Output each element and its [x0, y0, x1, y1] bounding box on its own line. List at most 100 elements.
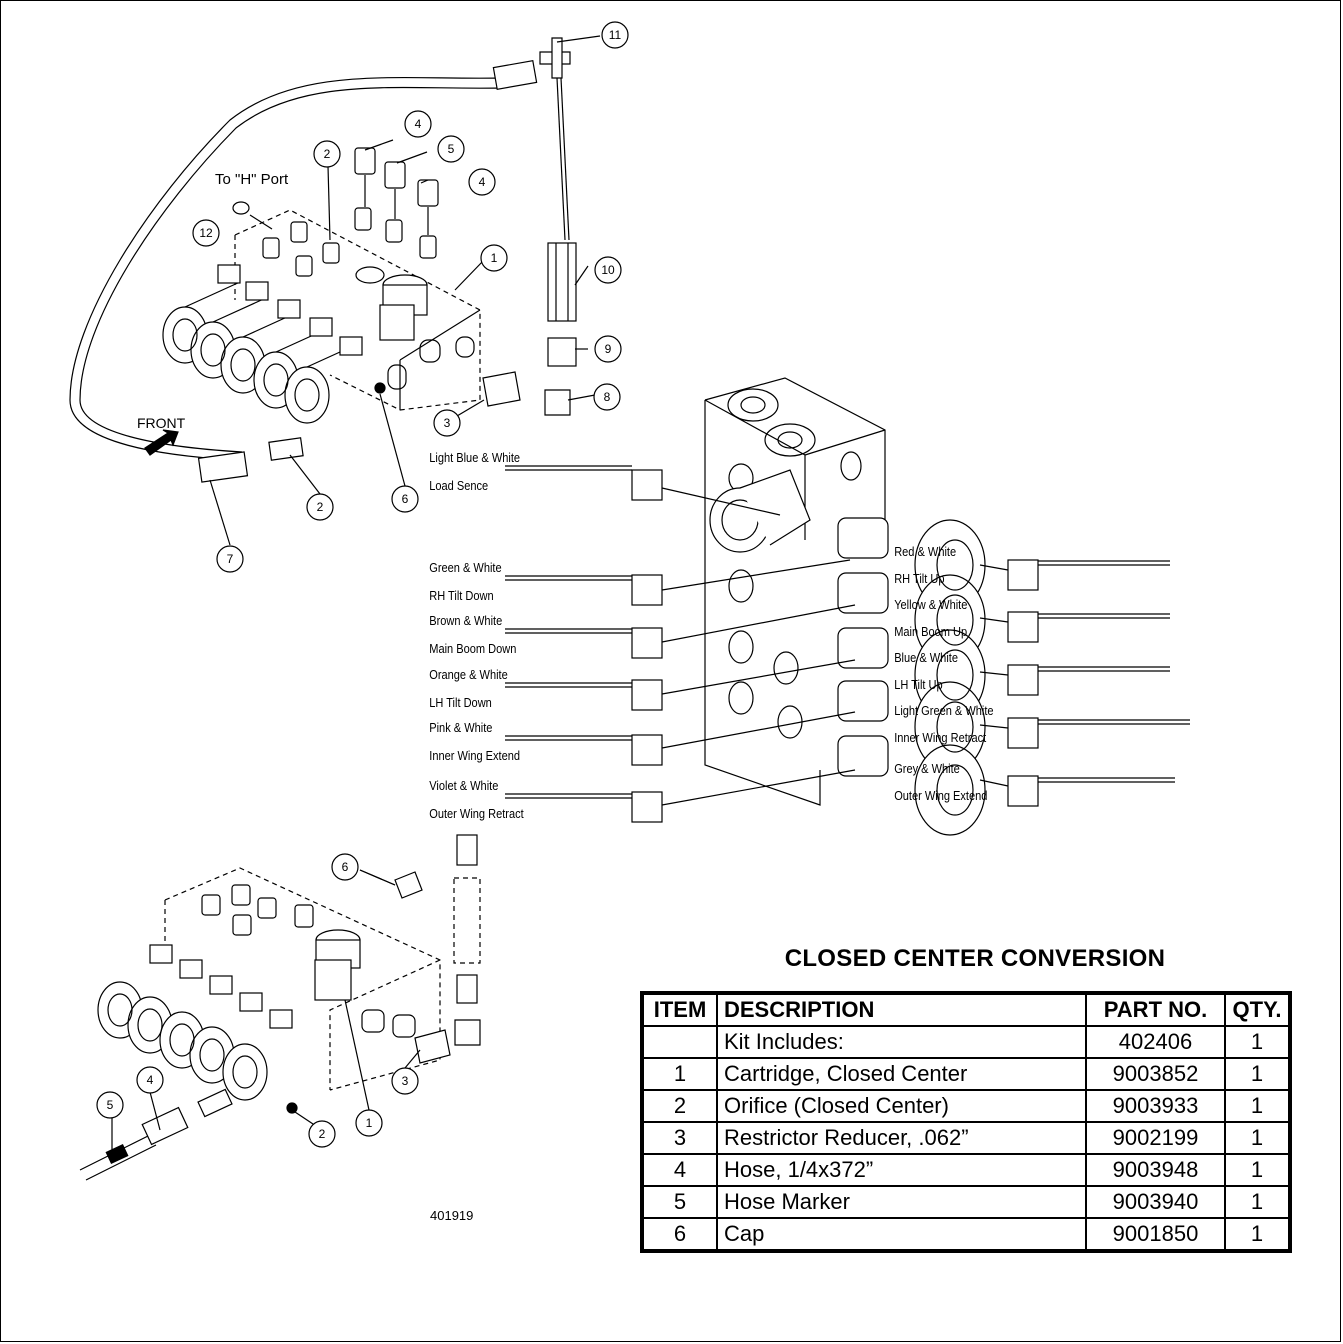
- svg-text:2: 2: [319, 1127, 326, 1141]
- cell-description: Restrictor Reducer, .062”: [716, 1121, 1087, 1155]
- cell-qty: 1: [1224, 1153, 1291, 1187]
- svg-text:Inner Wing Retract: Inner Wing Retract: [894, 730, 987, 745]
- svg-text:LH Tilt Up: LH Tilt Up: [894, 677, 943, 692]
- cell-part-no: 9003933: [1085, 1089, 1226, 1123]
- header-qty: QTY.: [1224, 992, 1291, 1027]
- svg-text:Outer Wing Extend: Outer Wing Extend: [894, 788, 987, 803]
- svg-text:Brown & White: Brown & White: [429, 613, 502, 628]
- header-description: DESCRIPTION: [716, 992, 1087, 1027]
- svg-text:Grey & White: Grey & White: [894, 761, 960, 776]
- cell-item: 3: [641, 1121, 718, 1155]
- svg-text:11: 11: [609, 28, 622, 42]
- cell-part-no: 9003852: [1085, 1057, 1226, 1091]
- callout-bubble: 6: [331, 853, 359, 881]
- callout-bubble: 4: [136, 1066, 164, 1094]
- svg-text:10: 10: [601, 263, 615, 277]
- top-callouts: 11 4 5 2 4 12 1 10 9 8 3 6 2 7: [192, 21, 629, 573]
- wire-label: Green & White RH Tilt Down: [429, 560, 632, 603]
- callout-bubble: 8: [593, 383, 621, 411]
- svg-text:2: 2: [317, 500, 324, 514]
- bottom-solenoid-coils: [97, 944, 293, 1101]
- callout-bubble: 4: [468, 168, 496, 196]
- cell-description: Cap: [716, 1217, 1087, 1252]
- svg-text:6: 6: [402, 492, 409, 506]
- cell-item: 6: [641, 1217, 718, 1252]
- wire-label: Red & White RH Tilt Up: [894, 544, 1170, 586]
- callout-bubble: 11: [601, 21, 629, 49]
- svg-text:Violet & White: Violet & White: [429, 778, 498, 793]
- bottom-callouts: 6 1 3 2 4 5: [96, 853, 419, 1148]
- cell-description: Hose Marker: [716, 1185, 1087, 1219]
- svg-text:Orange & White: Orange & White: [429, 667, 508, 682]
- svg-text:4: 4: [479, 175, 486, 189]
- cell-qty: 1: [1224, 1025, 1291, 1059]
- callout-bubble: 3: [391, 1067, 419, 1095]
- svg-text:RH Tilt Up: RH Tilt Up: [894, 571, 945, 586]
- table-row: 4 Hose, 1/4x372” 9003948 1: [641, 1153, 1291, 1187]
- cell-part-no: 402406: [1085, 1025, 1226, 1059]
- wire-label: Yellow & White Main Boom Up: [894, 597, 1170, 639]
- wire-label: Violet & White Outer Wing Retract: [429, 778, 632, 821]
- wire-label: Grey & White Outer Wing Extend: [894, 761, 1175, 803]
- callout-bubble: 5: [96, 1091, 124, 1119]
- cell-item: [641, 1025, 718, 1059]
- callout-bubble: 1: [480, 244, 508, 272]
- svg-text:Main Boom Down: Main Boom Down: [429, 641, 516, 656]
- cell-item: 2: [641, 1089, 718, 1123]
- svg-text:Pink & White: Pink & White: [429, 720, 492, 735]
- wire-label: Blue & White LH Tilt Up: [894, 650, 1170, 692]
- svg-text:6: 6: [342, 860, 349, 874]
- wire-label: Light Green & White Inner Wing Retract: [894, 703, 1190, 745]
- wiring-labels-right: Red & White RH Tilt Up Yellow & White Ma…: [894, 544, 1190, 803]
- table-row: 3 Restrictor Reducer, .062” 9002199 1: [641, 1121, 1291, 1155]
- svg-text:4: 4: [147, 1073, 154, 1087]
- svg-text:3: 3: [402, 1074, 409, 1088]
- callout-bubble: 4: [404, 110, 432, 138]
- cell-description: Hose, 1/4x372”: [716, 1153, 1087, 1187]
- svg-text:LH Tilt Down: LH Tilt Down: [429, 695, 492, 710]
- bottom-kit-view: [79, 834, 481, 1181]
- cell-part-no: 9003948: [1085, 1153, 1226, 1187]
- cell-part-no: 9002199: [1085, 1121, 1226, 1155]
- top-exploded-view: [69, 35, 601, 546]
- svg-text:Light Blue & White: Light Blue & White: [429, 450, 520, 465]
- cell-qty: 1: [1224, 1089, 1291, 1123]
- header-item: ITEM: [641, 992, 718, 1027]
- callout-bubble: 2: [313, 140, 341, 168]
- svg-text:1: 1: [366, 1116, 373, 1130]
- svg-text:Red & White: Red & White: [894, 544, 956, 559]
- top-port-fittings: [232, 147, 439, 284]
- svg-text:5: 5: [107, 1098, 114, 1112]
- svg-text:Outer Wing Retract: Outer Wing Retract: [429, 806, 524, 821]
- callout-bubble: 3: [433, 409, 461, 437]
- callout-bubble: 6: [391, 485, 419, 513]
- callout-bubble: 10: [594, 256, 622, 284]
- callout-bubble: 5: [437, 135, 465, 163]
- cell-item: 5: [641, 1185, 718, 1219]
- svg-text:Load Sence: Load Sence: [429, 478, 488, 493]
- table-row: 6 Cap 9001850 1: [641, 1217, 1291, 1252]
- drawing-number: 401919: [430, 1208, 474, 1223]
- table-row: Kit Includes: 402406 1: [641, 1025, 1291, 1059]
- callout-bubble: 12: [192, 219, 220, 247]
- cell-description: Kit Includes:: [716, 1025, 1087, 1059]
- cell-qty: 1: [1224, 1057, 1291, 1091]
- cell-description: Cartridge, Closed Center: [716, 1057, 1087, 1091]
- wiring-labels-left: Light Blue & White Load Sence Green & Wh…: [429, 450, 632, 821]
- cell-qty: 1: [1224, 1121, 1291, 1155]
- svg-text:5: 5: [448, 142, 455, 156]
- svg-text:Blue & White: Blue & White: [894, 650, 958, 665]
- cell-description: Orifice (Closed Center): [716, 1089, 1087, 1123]
- top-solenoid-coils: [162, 264, 363, 424]
- hose-7: [69, 76, 501, 461]
- front-arrow-icon: [144, 429, 179, 456]
- table-row: 2 Orifice (Closed Center) 9003933 1: [641, 1089, 1291, 1123]
- table-row: 1 Cartridge, Closed Center 9003852 1: [641, 1057, 1291, 1091]
- header-part-no: PART NO.: [1085, 992, 1226, 1027]
- svg-text:12: 12: [199, 226, 213, 240]
- svg-text:3: 3: [444, 416, 451, 430]
- kit-title: CLOSED CENTER CONVERSION: [784, 945, 1166, 972]
- callout-bubble: 1: [355, 1109, 383, 1137]
